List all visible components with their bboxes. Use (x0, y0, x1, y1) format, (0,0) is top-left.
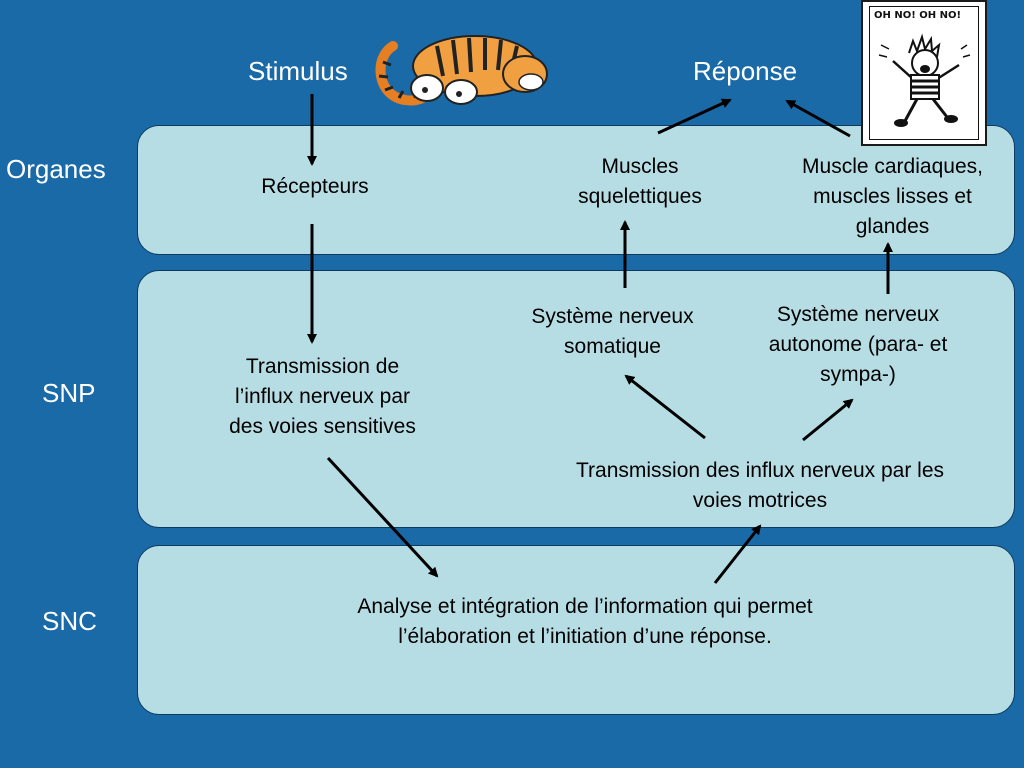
muscles-squelettiques-node: Muscles squelettiques (578, 155, 702, 208)
boy-running-illustration (878, 33, 971, 127)
systeme-autonome-node: Système nerveux autonome (para- et sympa… (768, 303, 948, 386)
transmission-sensitives-node: Transmission de l’influx nerveux par des… (229, 355, 416, 438)
arrow-cardiaques-to-reponse (785, 99, 851, 138)
response-label: Réponse (693, 56, 798, 86)
snp-panel (137, 270, 1015, 528)
arrow-analyse-to-motrices (713, 524, 762, 584)
comic-panel: OH NO! OH NO! (861, 0, 987, 146)
arrow-motrices-to-somatique (624, 374, 706, 440)
tiger-illustration (375, 35, 548, 106)
snc-panel (137, 545, 1015, 715)
systeme-somatique-node: Système nerveux somatique (531, 305, 694, 358)
transmission-motrices-node: Transmission des influx nerveux par les … (575, 459, 945, 512)
comic-caption: OH NO! OH NO! (874, 10, 962, 21)
comic-frame: OH NO! OH NO! (869, 6, 979, 140)
arrow-motrices-to-autonome (802, 398, 854, 442)
row-label-organes: Organes (6, 154, 106, 184)
organes-panel (137, 125, 1015, 255)
recepteurs-node: Récepteurs (261, 175, 369, 198)
stimulus-label: Stimulus (248, 56, 348, 86)
muscle-cardiaques-node: Muscle cardiaques, muscles lisses et gla… (802, 155, 983, 238)
row-label-snp: SNP (42, 378, 96, 408)
analyse-node: Analyse et intégration de l’information … (357, 595, 813, 648)
arrow-squelettiques-to-reponse (657, 98, 732, 135)
row-label-snc: SNC (42, 606, 97, 636)
arrow-transmission-to-analyse (326, 456, 439, 578)
